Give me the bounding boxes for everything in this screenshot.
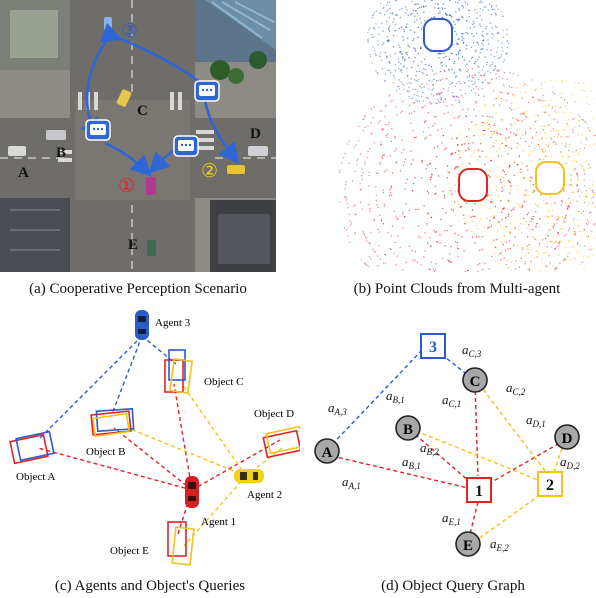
message-bubble-icon <box>194 80 220 102</box>
point-cloud-render <box>318 0 596 272</box>
agent3-car-icon <box>135 310 149 340</box>
agent-vehicle-footprint <box>423 18 453 52</box>
edge-label-c1: aC,1 <box>442 392 461 409</box>
agents-queries-diagram: Agent 3 Agent 1 Agent 2 Object A Object … <box>9 310 300 566</box>
panel-c-agents-queries: Agent 3 Agent 1 Agent 2 Object A Object … <box>0 300 300 572</box>
panel-b-pointclouds <box>318 0 596 272</box>
object-d-boxes <box>262 425 300 459</box>
label-object-d: Object D <box>254 408 294 420</box>
edge-c-1 <box>474 383 479 477</box>
agent2-marker: ② <box>201 161 218 182</box>
svg-text:2: 2 <box>546 477 554 494</box>
svg-text:3: 3 <box>429 339 437 356</box>
object-node-a: A <box>314 438 340 464</box>
car-agent2-icon <box>227 165 245 174</box>
scene-label-a: A <box>18 165 29 181</box>
svg-text:A: A <box>322 445 333 461</box>
car-icon <box>147 240 156 256</box>
point-cloud-2b5cc8 <box>367 0 510 105</box>
label-object-c: Object C <box>204 376 243 388</box>
object-b-boxes <box>90 407 135 438</box>
label-object-b: Object B <box>86 446 125 458</box>
car-icon <box>8 146 26 156</box>
label-object-a: Object A <box>16 471 55 483</box>
panel-d-query-graph: 3 1 2 A B C D E aA,3 aA,1 aB,1 aB,2 aB,1… <box>310 300 596 572</box>
point-cloud-e02424 <box>338 68 596 272</box>
edge-label-b1-bottom: aB,1 <box>402 454 421 471</box>
caption-b: (b) Point Clouds from Multi-agent <box>353 281 561 297</box>
label-agent-3: Agent 3 <box>155 317 191 329</box>
agent1-links <box>37 383 281 535</box>
caption-c: (c) Agents and Object's Queries <box>54 578 246 594</box>
message-bubble-icon <box>173 135 199 157</box>
edge-label-b1-top: aB,1 <box>386 388 405 405</box>
edge-label-d2: aD,2 <box>560 454 580 471</box>
scene-label-c: C <box>137 103 148 119</box>
agent1-car-icon <box>185 476 199 508</box>
object-node-c: C <box>462 367 488 393</box>
agent-node-2: 2 <box>537 471 563 497</box>
agent3-links <box>39 335 177 439</box>
scenario-render: A B C D E ① ② ③ <box>0 0 276 272</box>
agent-vehicle-footprint <box>458 168 488 202</box>
agent3-marker: ③ <box>121 21 138 42</box>
caption-d: (d) Object Query Graph <box>381 578 525 594</box>
object-node-b: B <box>395 415 421 441</box>
agent-node-3: 3 <box>420 333 446 359</box>
scene-label-e: E <box>128 237 138 253</box>
svg-text:D: D <box>562 431 573 447</box>
edge-b-1 <box>409 429 471 483</box>
agent2-car-icon <box>234 469 264 483</box>
car-agent3-icon <box>104 17 112 33</box>
label-agent-1: Agent 1 <box>201 516 236 528</box>
edge-a-3 <box>325 349 423 452</box>
car-icon <box>46 130 66 140</box>
svg-text:E: E <box>463 538 473 554</box>
edge-b-2 <box>415 430 539 481</box>
query-graph: 3 1 2 A B C D E aA,3 aA,1 aB,1 aB,2 aB,1… <box>314 333 580 557</box>
edge-c-2 <box>478 383 547 473</box>
svg-text:B: B <box>403 422 413 438</box>
edge-label-e1: aE,1 <box>442 510 461 527</box>
scene-label-d: D <box>250 126 261 142</box>
agent-node-1: 1 <box>466 477 492 503</box>
edge-a-1 <box>331 455 469 489</box>
car-icon <box>116 89 132 107</box>
edge-label-c2: aC,2 <box>506 380 526 397</box>
edge-label-a1: aA,1 <box>342 474 361 491</box>
svg-text:C: C <box>470 374 481 390</box>
label-object-e: Object E <box>110 545 149 557</box>
caption-a: (a) Cooperative Perception Scenario <box>29 281 247 297</box>
message-bubble-icon <box>85 119 111 141</box>
label-agent-2: Agent 2 <box>247 489 282 501</box>
edge-label-a3: aA,3 <box>328 400 347 417</box>
object-node-d: D <box>554 424 580 450</box>
panel-a-scenario: A B C D E ① ② ③ <box>0 0 276 272</box>
agent-vehicle-footprint <box>535 161 565 195</box>
object-node-e: E <box>455 531 481 557</box>
edge-d-2 <box>553 441 565 473</box>
edge-label-e2: aE,2 <box>490 536 509 553</box>
edge-label-b2: aB,2 <box>420 440 439 457</box>
edge-d-1 <box>489 439 566 484</box>
agent1-marker: ① <box>118 176 135 197</box>
object-c-boxes <box>164 349 194 395</box>
edge-e-1 <box>469 501 479 535</box>
object-e-boxes <box>167 521 195 566</box>
edge-label-d1: aD,1 <box>526 412 546 429</box>
car-agent1-icon <box>146 177 156 195</box>
object-a-boxes <box>9 430 55 465</box>
scene-label-b: B <box>56 145 66 161</box>
car-icon <box>248 146 268 156</box>
edge-label-c3: aC,3 <box>462 342 482 359</box>
svg-text:1: 1 <box>475 483 483 500</box>
